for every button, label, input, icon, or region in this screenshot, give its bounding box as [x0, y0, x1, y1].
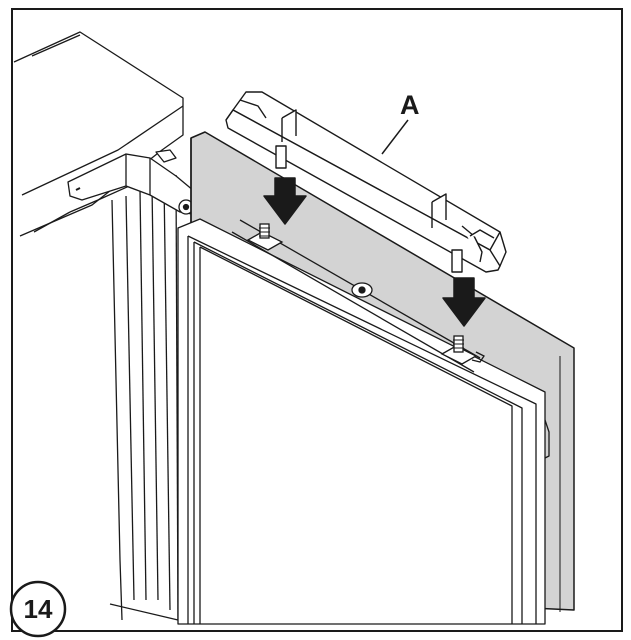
- door-frame: [177, 218, 550, 625]
- step-number: 14: [24, 594, 53, 624]
- down-arrow-left: [263, 177, 307, 225]
- stud-right: [440, 335, 485, 365]
- step-badge: 14: [9, 580, 67, 638]
- part-a-label: A: [400, 90, 420, 120]
- trim-cover-a: [225, 91, 507, 273]
- down-arrow-right: [442, 277, 486, 327]
- stud-left: [246, 223, 284, 251]
- part-a-leader-line: [381, 119, 409, 155]
